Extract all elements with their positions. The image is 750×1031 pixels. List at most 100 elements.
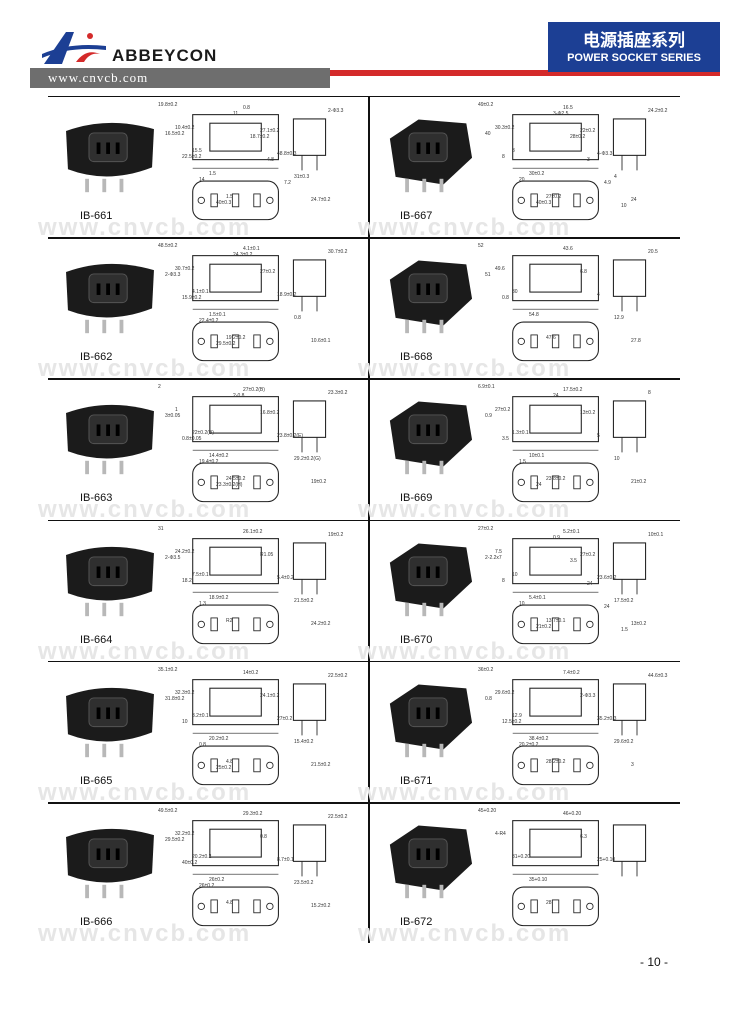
dimension-label: 20.2±0.2 [209, 735, 229, 742]
dimension-label: 3-Φ2.5 [553, 111, 569, 117]
dimension-label: 20 [519, 177, 525, 183]
dimension-label: 3 [631, 761, 634, 768]
dimension-drawing [512, 537, 647, 644]
dimension-label: 5.4±0.1 [529, 594, 546, 601]
dimension-label: 27±0.2 [580, 551, 596, 558]
dimension-label: 10 [614, 456, 620, 463]
header-red-bar [30, 70, 720, 76]
dimension-label: 24.2±0.2 [648, 108, 668, 114]
dimension-label: 3.5 [570, 557, 577, 564]
dimension-drawing [192, 396, 327, 503]
dimension-label: 14 [199, 177, 205, 183]
dimension-label: 23.3±0.2(H) [216, 482, 243, 489]
dimension-label: 7.2 [284, 180, 291, 186]
dimension-label: 1.5 [519, 459, 526, 466]
dimension-label: 30±0.2 [529, 171, 545, 177]
dimension-label: 3±0.05 [165, 413, 181, 420]
watermark: www.cnvcb.com [38, 496, 252, 524]
dimension-label: 46+0.20 [563, 811, 582, 817]
dimension-label: 2-Φ3.5 [165, 554, 181, 561]
dimension-label: 35.2±0.3 [597, 715, 617, 722]
dimension-label: 24.5±0.2 [226, 476, 246, 483]
dimension-label: 2-Φ3.3 [328, 108, 344, 114]
dimension-label: 0.8 [260, 834, 267, 840]
dimension-label: 29.6±0.2 [614, 738, 634, 745]
dimension-label: 20.2±0.2 [519, 741, 539, 748]
dimension-label: 2-0.8 [233, 393, 245, 400]
socket-photo [66, 687, 154, 757]
dimension-label: 24 [536, 482, 542, 489]
website-url[interactable]: www.cnvcb.com [48, 70, 149, 85]
dimension-label: 1.5 [209, 171, 216, 177]
socket-photo [66, 122, 154, 193]
dimension-label: 31.8±0.2 [165, 695, 185, 702]
dimension-label: 0.9 [485, 413, 492, 420]
dimension-label: 10±0.1 [648, 531, 664, 538]
dimension-label: R2 [226, 617, 233, 624]
dimension-label: 2-Φ3.3 [580, 692, 596, 699]
dimension-label: 43.6 [563, 246, 573, 253]
dimension-label: 24 [553, 393, 559, 400]
dimension-drawing [192, 820, 327, 927]
socket-photo [389, 684, 473, 757]
dimension-label: 19.4±0.2 [199, 459, 219, 466]
dimension-label: 24.1±0.2 [260, 692, 280, 699]
watermark: www.cnvcb.com [358, 778, 572, 806]
dimension-label: 1.5 [621, 626, 628, 633]
dimension-label: 27±0.2 [260, 269, 276, 276]
watermark: www.cnvcb.com [38, 355, 252, 383]
model-label: IB-667 [400, 210, 433, 222]
dimension-drawing [512, 396, 647, 503]
dimension-label: 30.3±0.2 [495, 125, 515, 131]
dimension-label: 18.9±0.2 [209, 594, 229, 601]
brand-name: ABBEYCON [112, 46, 218, 65]
dimension-drawing [192, 537, 327, 644]
dimension-label: 20.2±0.2 [192, 854, 212, 860]
series-title-cn: 电源插座系列 [583, 31, 685, 51]
dimension-label: 18.9±0.2 [277, 292, 297, 299]
socket-photo [389, 825, 473, 899]
dimension-label: 0.8 [294, 315, 301, 322]
dimension-drawing [512, 114, 647, 221]
dimension-label: 35.1±0.2 [158, 666, 178, 673]
watermark: www.cnvcb.com [38, 214, 252, 241]
dimension-label: 25±0.2 [216, 764, 232, 771]
dimension-label: 16.8±0.2 [260, 410, 280, 417]
model-label: IB-668 [400, 351, 433, 364]
dimension-drawing [192, 255, 327, 362]
model-label: IB-664 [80, 633, 113, 646]
dimension-label: 29.6±0.2 [495, 689, 515, 696]
dimension-label: 31 [158, 525, 164, 532]
dimension-label: 5.2±0.1 [563, 528, 580, 535]
dimension-label: 44.6±0.3 [648, 672, 668, 679]
model-label: IB-661 [80, 210, 113, 222]
dimension-label: 47.6 [546, 335, 556, 342]
dimension-label: 22.5±0.2 [328, 672, 348, 679]
row-divider [48, 519, 680, 522]
dimension-label: 23.6±0.2 [597, 574, 617, 581]
dimension-label: 54.8 [529, 312, 539, 319]
dimension-label: 1.5±0.1 [209, 312, 226, 319]
dimension-label: 5 [597, 433, 600, 440]
dimension-label: 0.8 [199, 741, 206, 748]
model-label: IB-662 [80, 351, 113, 364]
dimension-label: 22.5±0.2 [182, 154, 202, 160]
dimension-label: 4.9 [604, 180, 611, 186]
row-divider [48, 378, 680, 380]
dimension-label: 4.1±0.1 [192, 289, 209, 296]
dimension-label: 24.2±0.2 [311, 620, 331, 627]
dimension-label: 17.5±0.2 [614, 597, 634, 604]
dimension-label: 14.4±0.2 [209, 453, 229, 460]
dimension-label: 27±0.2 [495, 407, 511, 414]
dimension-label: 31+0.20 [512, 854, 531, 860]
dimension-label: 24 [587, 580, 593, 587]
dimension-label: 0.8 [243, 105, 250, 111]
dimension-label: 4 [614, 174, 617, 180]
dimension-label: 0.8 [485, 695, 492, 702]
dimension-label: 4.1±0.1 [243, 246, 260, 253]
dimension-label: 40±0.3 [216, 200, 232, 206]
dimension-label: 52 [478, 243, 484, 250]
